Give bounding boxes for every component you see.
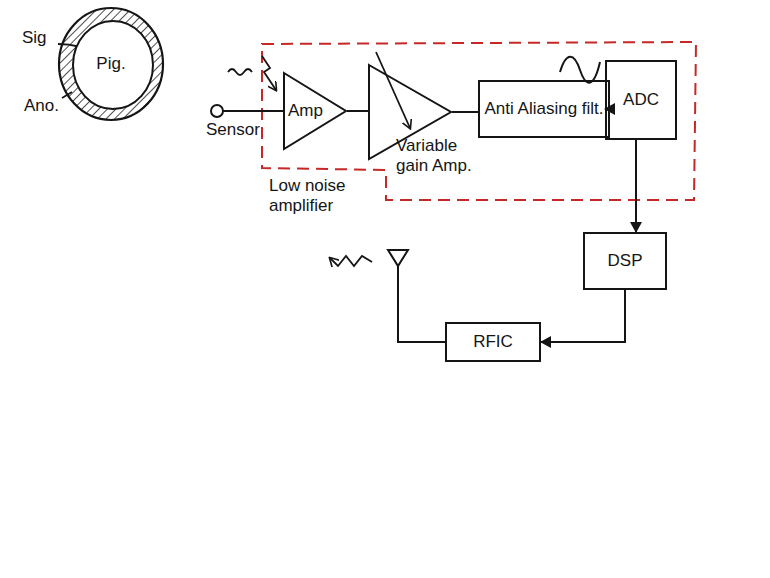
hatched-wall <box>59 8 163 120</box>
node-caption: Variable gain Amp. <box>396 136 492 176</box>
node-text: RFIC <box>473 332 513 352</box>
connector <box>452 111 478 113</box>
amplifier-triangle: AmpLow noise amplifier <box>283 72 347 150</box>
node-content: DSP <box>583 232 667 290</box>
node-text: Anti Aliasing filt. <box>484 99 603 119</box>
antenna-feed <box>398 266 445 342</box>
inner-cavity <box>73 21 153 109</box>
node-content: Pig. <box>57 6 165 122</box>
connector <box>635 140 637 232</box>
organ-outline: Pig. <box>57 6 165 122</box>
box-border <box>606 61 676 139</box>
process-box: ADC <box>605 60 677 140</box>
process-box: Anti Aliasing filt. <box>478 80 610 138</box>
radio-wave <box>330 256 372 266</box>
node-content: Amp <box>283 72 323 150</box>
node-content <box>368 64 373 160</box>
antenna-symbol <box>388 250 408 266</box>
variable-gain-arrow <box>376 52 410 128</box>
sine-wave <box>560 57 600 83</box>
sensor-symbol <box>211 105 223 117</box>
node-text: ADC <box>623 90 659 110</box>
box-border <box>584 233 666 289</box>
input-signal-wave <box>228 69 252 75</box>
node-content: ADC <box>605 60 677 140</box>
sensor-wire <box>223 110 283 112</box>
connector <box>347 110 368 112</box>
node-text: DSP <box>608 251 643 271</box>
box-border <box>479 81 609 137</box>
process-box: DSP <box>583 232 667 290</box>
node-caption: Low noise amplifier <box>269 176 379 216</box>
input-signal-arrow <box>262 56 276 90</box>
signal-label: Sig <box>22 28 47 48</box>
triangle-border <box>284 73 346 149</box>
box-border <box>446 323 540 361</box>
connector <box>541 290 625 342</box>
anode-label: Ano. <box>24 96 59 116</box>
node-content: Anti Aliasing filt. <box>478 80 610 138</box>
node-text: Amp <box>288 101 323 121</box>
amplifier-triangle: Variable gain Amp. <box>368 64 452 160</box>
node-content: RFIC <box>445 322 541 362</box>
process-box: RFIC <box>445 322 541 362</box>
node-text: Pig. <box>96 54 125 74</box>
sensor-label: Sensor <box>206 120 260 140</box>
